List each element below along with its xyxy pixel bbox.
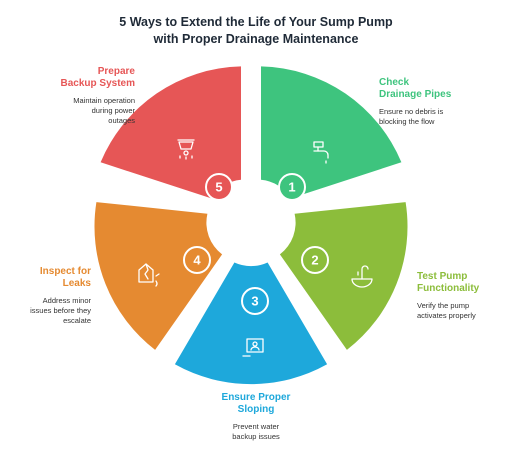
step-5-heading: Prepare Backup System bbox=[40, 66, 135, 90]
step-2-heading: Test Pump Functionality bbox=[417, 271, 509, 295]
step-1-desc-line-1: Ensure no debris is bbox=[379, 107, 444, 116]
step-4-heading: Inspect for Leaks bbox=[8, 266, 91, 290]
sink-icon bbox=[351, 265, 373, 288]
step-3-heading-line-1: Ensure Proper bbox=[221, 392, 291, 403]
step-5-desc-line-1: Maintain operation bbox=[73, 96, 135, 105]
step-5-heading-line-2: Backup System bbox=[60, 78, 135, 89]
step-1-label: Check Drainage Pipes Ensure no debris is… bbox=[379, 77, 489, 127]
step-1-heading-line-1: Check bbox=[379, 77, 410, 88]
step-2-desc-line-2: activates properly bbox=[417, 311, 476, 320]
step-2-heading-line-1: Test Pump bbox=[417, 271, 468, 282]
step-3-heading: Ensure Proper Sloping bbox=[196, 392, 316, 416]
step-1-heading-line-2: Drainage Pipes bbox=[379, 89, 452, 100]
step-5-label: Prepare Backup System Maintain operation… bbox=[40, 66, 135, 126]
step-5-description: Maintain operation during power outages bbox=[40, 96, 135, 126]
step-3-heading-line-2: Sloping bbox=[237, 404, 275, 415]
segment-2 bbox=[279, 202, 408, 350]
step-1-heading: Check Drainage Pipes bbox=[379, 77, 489, 101]
badge-number-1: 1 bbox=[288, 180, 295, 195]
step-4-heading-line-2: Leaks bbox=[62, 278, 91, 289]
badge-number-2: 2 bbox=[311, 253, 318, 268]
step-5-desc-line-3: outages bbox=[108, 116, 135, 125]
step-2-heading-line-2: Functionality bbox=[417, 283, 480, 294]
badge-4: 4 bbox=[183, 246, 211, 274]
segment-4 bbox=[94, 202, 223, 350]
title-line-2: with Proper Drainage Maintenance bbox=[153, 32, 359, 46]
step-4-label: Inspect for Leaks Address minor issues b… bbox=[8, 266, 91, 326]
step-4-description: Address minor issues before they escalat… bbox=[8, 296, 91, 326]
step-4-desc-line-1: Address minor bbox=[42, 296, 91, 305]
badge-number-4: 4 bbox=[193, 253, 201, 268]
step-4-desc-line-2: issues before they bbox=[30, 306, 91, 315]
step-3-description: Prevent water backup issues bbox=[196, 422, 316, 442]
badge-3: 3 bbox=[241, 287, 269, 315]
step-1-description: Ensure no debris is blocking the flow bbox=[379, 107, 489, 127]
segment-1 bbox=[261, 66, 402, 199]
sprinkler-icon bbox=[177, 139, 195, 160]
step-3-label: Ensure Proper Sloping Prevent water back… bbox=[196, 392, 316, 442]
step-3-desc-line-1: Prevent water bbox=[232, 422, 280, 431]
badge-number-3: 3 bbox=[251, 294, 258, 309]
step-2-desc-line-1: Verify the pump bbox=[417, 301, 470, 310]
step-5-desc-line-2: during power bbox=[91, 106, 135, 115]
badge-1: 1 bbox=[278, 173, 306, 201]
segment-5 bbox=[100, 66, 241, 199]
step-2-label: Test Pump Functionality Verify the pump … bbox=[417, 271, 509, 321]
step-4-desc-line-3: escalate bbox=[63, 316, 91, 325]
leak-icon bbox=[138, 263, 160, 287]
step-1-desc-line-2: blocking the flow bbox=[379, 117, 435, 126]
step-4-heading-line-1: Inspect for bbox=[39, 266, 91, 277]
badge-2: 2 bbox=[301, 246, 329, 274]
title-line-1: 5 Ways to Extend the Life of Your Sump P… bbox=[119, 15, 393, 29]
badge-number-5: 5 bbox=[215, 180, 222, 195]
diagram-title: 5 Ways to Extend the Life of Your Sump P… bbox=[0, 14, 512, 48]
faucet-icon bbox=[313, 141, 329, 164]
badge-5: 5 bbox=[205, 173, 233, 201]
step-2-description: Verify the pump activates properly bbox=[417, 301, 509, 321]
step-5-heading-line-1: Prepare bbox=[97, 66, 135, 77]
segment-3 bbox=[174, 262, 328, 385]
step-3-desc-line-2: backup issues bbox=[232, 432, 280, 441]
monitor-slope-icon bbox=[242, 338, 264, 357]
